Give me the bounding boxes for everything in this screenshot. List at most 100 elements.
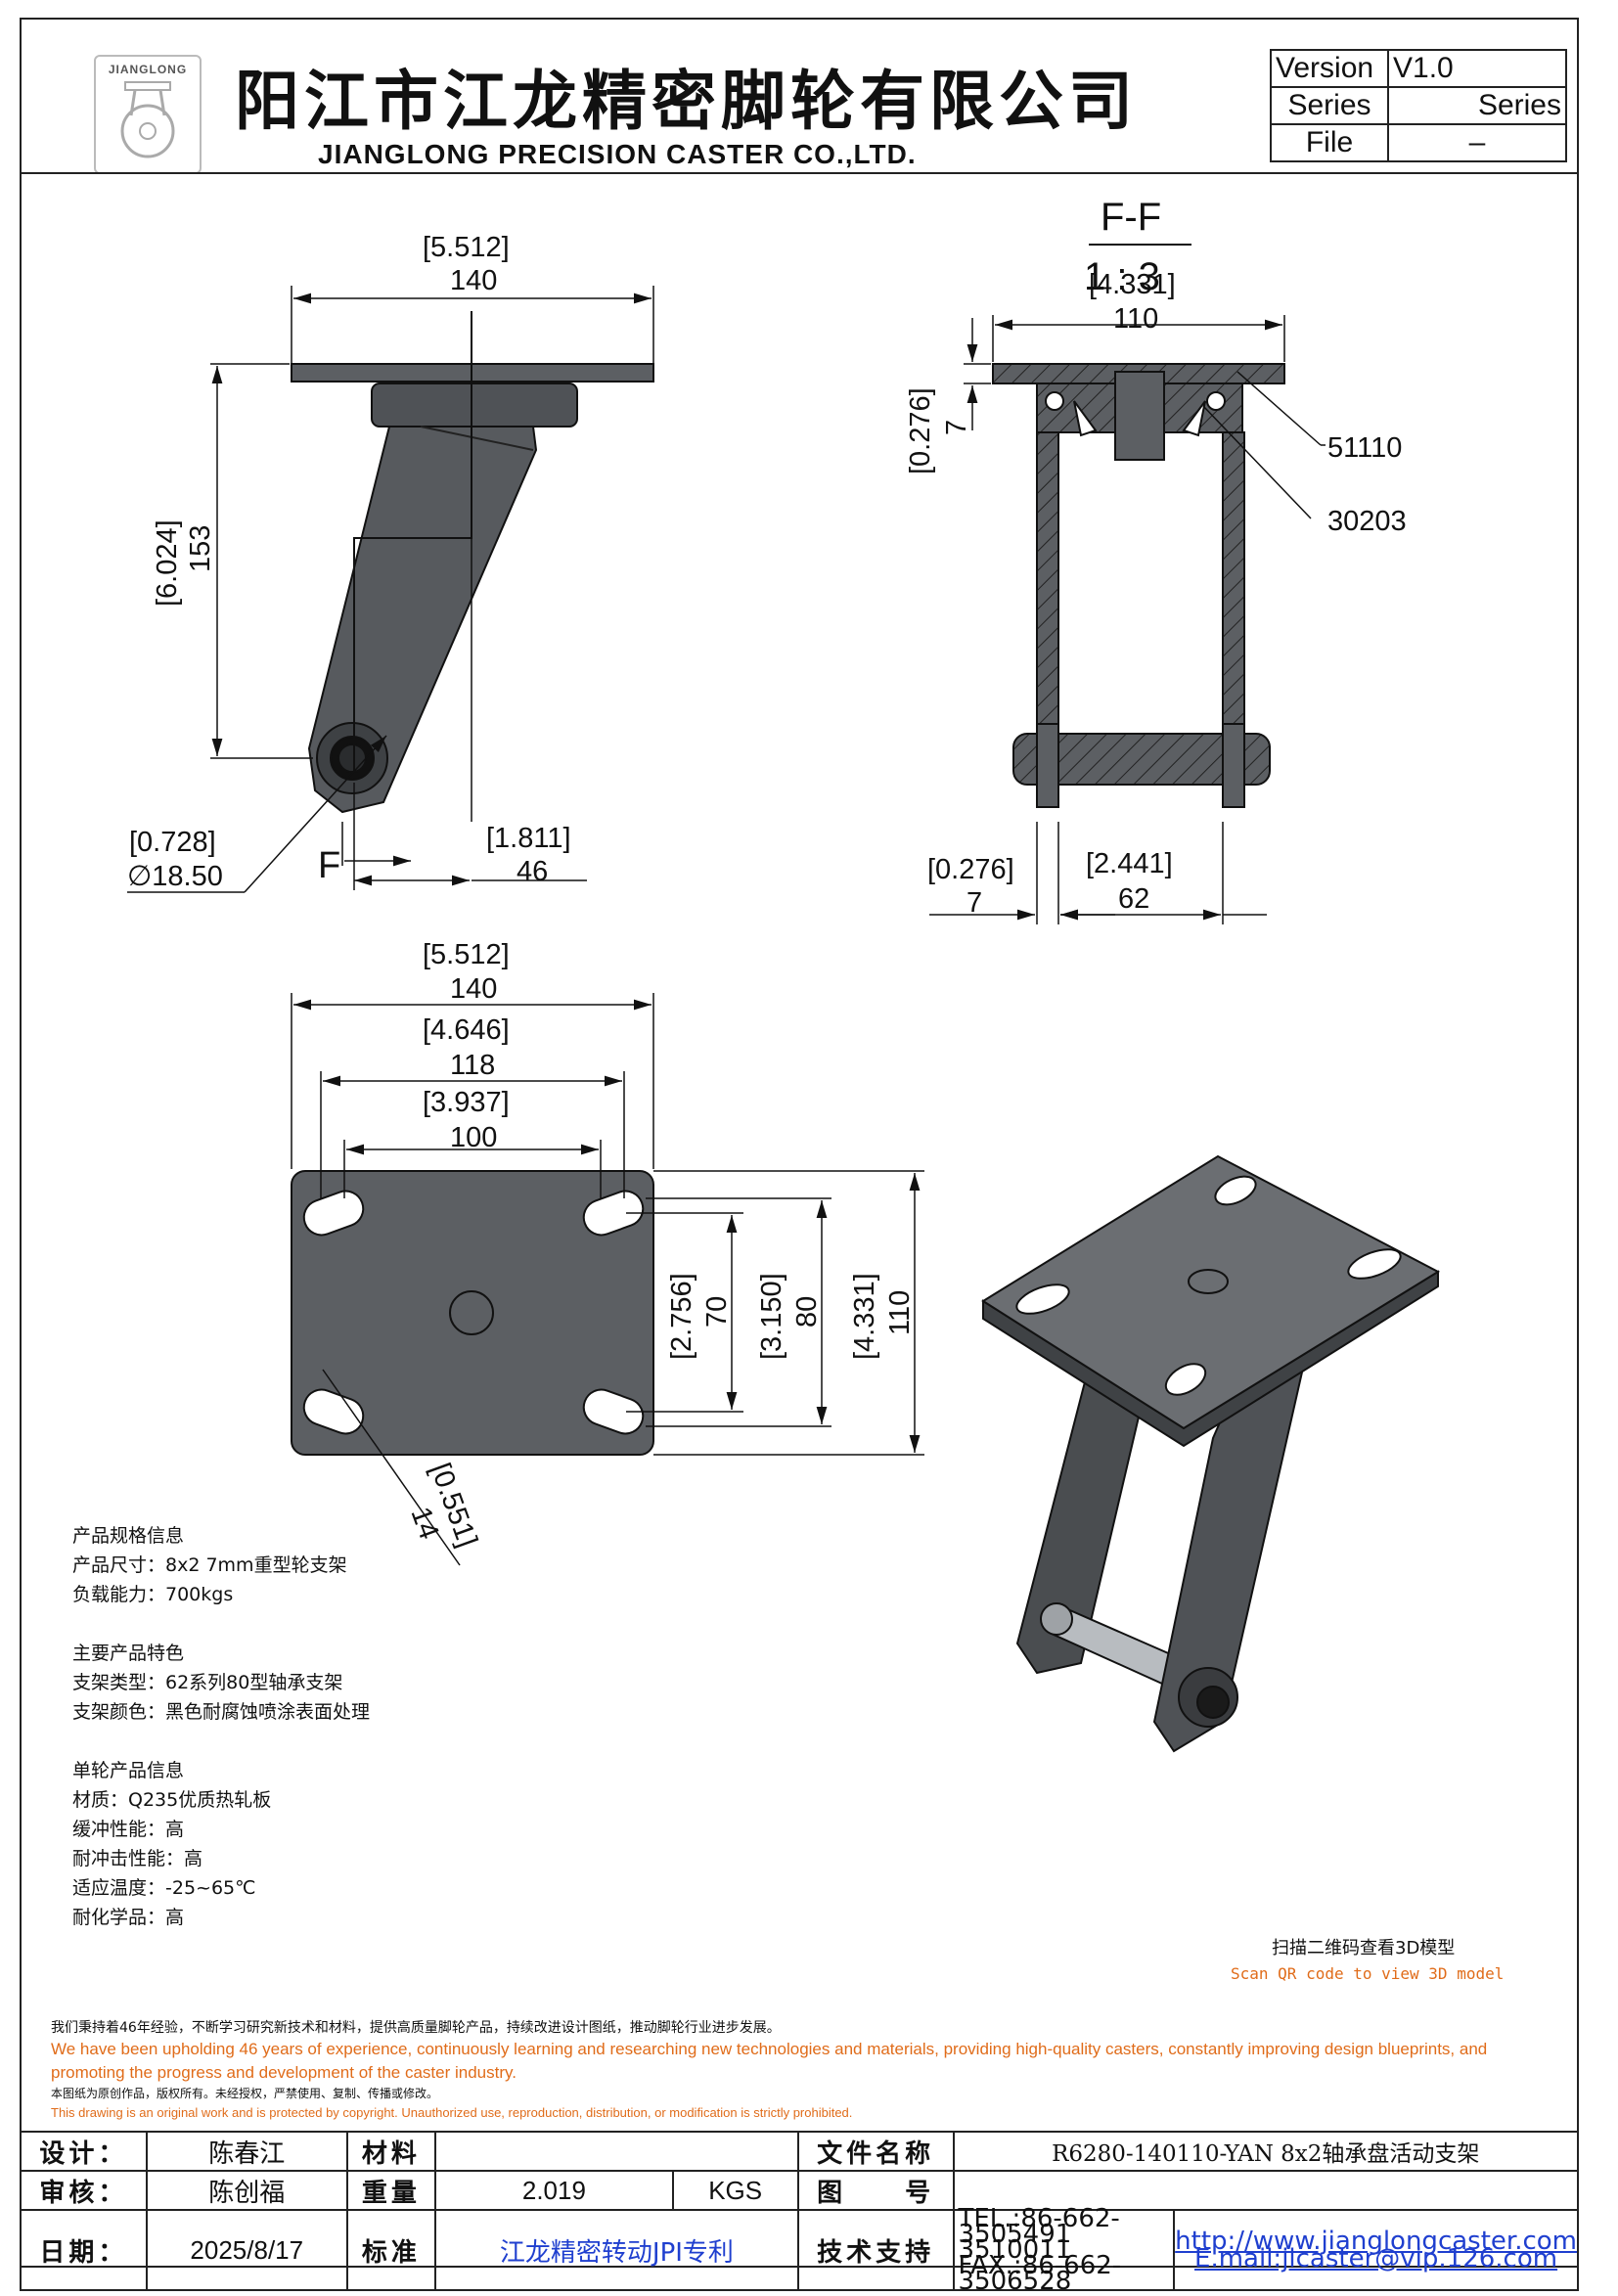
side-offset-mm: 46 — [517, 856, 548, 887]
spec-line: 支架类型：62系列80型轴承支架 — [72, 1672, 343, 1693]
side-height-mm: 153 — [185, 525, 216, 572]
center-hole — [449, 1290, 494, 1335]
material-label: 材料 — [345, 2131, 437, 2172]
company-name-en: JIANGLONG PRECISION CASTER CO.,LTD. — [318, 139, 917, 169]
plate-thk-mm: 7 — [941, 420, 972, 435]
side-view — [291, 311, 654, 822]
notes-block: 我们秉持着46年经验，不断学习研究新技术和材料，提供高质量脚轮产品，持续改进设计… — [51, 2019, 1518, 2122]
slot-bottom-right — [582, 1388, 645, 1435]
iso-slot-1 — [1214, 1175, 1257, 1206]
spec-list: 产品规格信息 产品尺寸：8x2 7mm重型轮支架 负载能力：700kgs 主要产… — [72, 1521, 370, 1932]
iso-center-hole — [1188, 1269, 1229, 1294]
caster-logo-icon — [120, 81, 175, 158]
spec-section-title: 产品规格信息 — [72, 1525, 185, 1547]
leg-thk-mm: 7 — [966, 887, 982, 919]
note-en-1: We have been upholding 46 years of exper… — [51, 2040, 1488, 2082]
file-value: – — [1387, 123, 1567, 162]
bearing-ball-right — [1206, 391, 1226, 411]
spec-section-title: 主要产品特色 — [72, 1643, 185, 1664]
leg-thk-in: [0.276] — [927, 854, 1014, 885]
inner-width-in: [2.441] — [1086, 848, 1173, 879]
spec-line: 产品尺寸：8x2 7mm重型轮支架 — [72, 1554, 347, 1576]
drawing-no-label: 图 号 — [796, 2170, 955, 2211]
spec-line: 耐化学品：高 — [72, 1907, 185, 1928]
top-w2-in: [4.646] — [423, 1014, 510, 1046]
standard-label: 标准 — [345, 2209, 437, 2291]
series-label: Series — [1270, 86, 1389, 125]
axle-dia-mm: ∅18.50 — [127, 861, 223, 892]
spec-line: 适应温度：-25~65℃ — [72, 1877, 256, 1899]
design-label: 设计： — [20, 2131, 148, 2172]
iso-slot-2 — [1347, 1248, 1402, 1280]
top-w2-mm: 118 — [450, 1050, 495, 1081]
standard-value: 江龙精密转动JPI专利 — [434, 2209, 799, 2291]
top-h1-in: [2.756] — [666, 1273, 697, 1360]
section-width-in: [4.331] — [1089, 269, 1176, 300]
inner-width-mm: 62 — [1118, 883, 1149, 915]
qr-caption-en: Scan QR code to view 3D model — [1231, 1964, 1505, 1983]
spec-line: 支架颜色：黑色耐腐蚀喷涂表面处理 — [72, 1701, 371, 1723]
section-marker: F — [318, 845, 340, 886]
filename-label: 文件名称 — [796, 2131, 955, 2172]
design-value: 陈春江 — [145, 2131, 348, 2172]
slot-top-left — [302, 1190, 365, 1237]
isometric-view — [981, 1154, 1441, 1753]
spec-section-title: 单轮产品信息 — [72, 1760, 185, 1781]
top-h3-in: [4.331] — [849, 1273, 880, 1360]
support-label: 技术支持 — [796, 2209, 955, 2291]
weight-unit: KGS — [671, 2170, 799, 2211]
side-dimensions — [127, 286, 654, 893]
version-value: V1.0 — [1387, 49, 1567, 88]
bearing-label-51110: 51110 — [1327, 432, 1402, 464]
fax-text: FAX.:86-662-3506528 — [958, 2251, 1122, 2296]
review-label: 审核： — [20, 2170, 148, 2211]
bearing-label-30203: 30203 — [1327, 506, 1407, 537]
email-link[interactable]: E.mail:jlcaster@vip.126.com — [1194, 2244, 1558, 2273]
website-link[interactable]: http://www.jianglongcaster.com — [1175, 2227, 1577, 2256]
top-h1-mm: 70 — [701, 1296, 733, 1328]
filename-value: R6280-140110-YAN 8x2轴承盘活动支架 — [952, 2131, 1579, 2172]
date-value: 2025/8/17 — [145, 2209, 348, 2291]
top-h2-mm: 80 — [791, 1296, 823, 1328]
top-view — [291, 1170, 654, 1456]
drawing-no-value — [952, 2170, 1579, 2211]
version-label: Version — [1270, 49, 1389, 88]
review-value: 陈创福 — [145, 2170, 348, 2211]
spec-line: 负载能力：700kgs — [72, 1584, 234, 1605]
side-width-mm: 140 — [450, 265, 497, 296]
top-h2-in: [3.150] — [756, 1273, 787, 1360]
note-cn-1: 我们秉持着46年经验，不断学习研究新技术和材料，提供高质量脚轮产品，持续改进设计… — [51, 2020, 781, 2036]
section-dimensions — [929, 315, 1326, 924]
header-divider — [20, 172, 1579, 174]
section-view — [992, 363, 1285, 808]
side-bearing-housing — [371, 383, 578, 428]
logo-text: JIANGLONG — [108, 63, 188, 76]
slot-bottom-left — [302, 1388, 365, 1435]
side-width-in: [5.512] — [423, 232, 510, 263]
weight-label: 重量 — [345, 2170, 437, 2211]
iso-slot-3 — [1015, 1283, 1070, 1315]
material-value — [434, 2131, 799, 2172]
technical-drawing: [5.512] 140 [6.024] 153 [1.811] 46 [0.72… — [127, 196, 1441, 1753]
section-width-mm: 110 — [1113, 303, 1158, 335]
top-w1-in: [5.512] — [423, 939, 510, 970]
top-h3-mm: 110 — [884, 1290, 916, 1335]
date-label: 日期： — [20, 2209, 148, 2291]
series-value: Series — [1387, 86, 1567, 125]
slot-top-right — [582, 1190, 645, 1237]
company-name-cn: 阳江市江龙精密脚轮有限公司 — [235, 64, 1138, 139]
weight-value: 2.019 — [434, 2170, 674, 2211]
file-label: File — [1270, 123, 1389, 162]
section-title: F-F — [1101, 196, 1161, 239]
top-w3-in: [3.937] — [423, 1087, 510, 1118]
top-w1-mm: 140 — [450, 973, 497, 1005]
side-height-in: [6.024] — [152, 519, 183, 607]
side-leg — [307, 426, 538, 814]
qr-caption-cn: 扫描二维码查看3D模型 — [1272, 1938, 1456, 1958]
top-w3-mm: 100 — [450, 1122, 497, 1153]
note-en-2: This drawing is an original work and is … — [51, 2105, 853, 2120]
iso-slot-4 — [1164, 1363, 1207, 1396]
spec-line: 材质：Q235优质热轧板 — [72, 1789, 272, 1811]
note-cn-2: 本图纸为原创作品，版权所有。未经授权，严禁使用、复制、传播或修改。 — [51, 2087, 439, 2100]
